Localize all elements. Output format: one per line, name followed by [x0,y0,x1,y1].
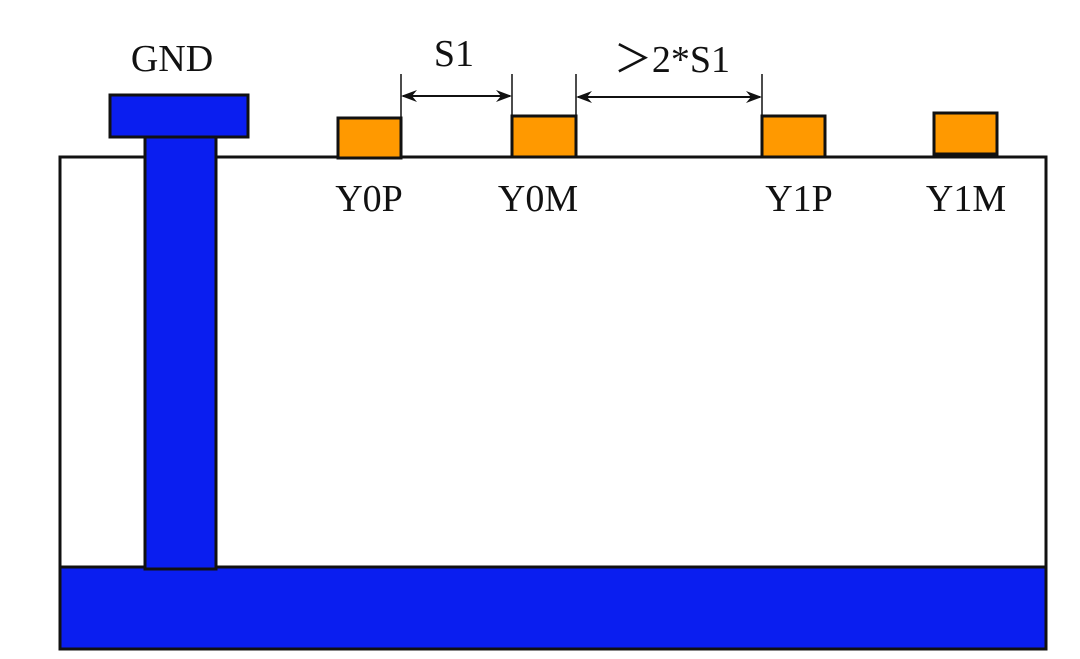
substrate-body [58,155,1048,569]
ground-via [143,135,218,571]
label-gnd: GND [131,38,213,80]
label-trace-y1p: Y1P [765,178,833,220]
label-wide-spacing: ＞2*S1 [614,39,730,81]
label-spacing-s1: S1 [434,33,474,75]
label-trace-y1m: Y1M [926,178,1006,220]
trace-y0p [336,116,403,160]
ground-via-pad [108,93,250,139]
trace-y1p [760,114,827,159]
trace-y0m [510,114,578,159]
trace-y1m [932,111,999,156]
label-trace-y0m: Y0M [498,178,578,220]
ground-plane [58,565,1048,651]
label-trace-y0p: Y0P [335,178,403,220]
